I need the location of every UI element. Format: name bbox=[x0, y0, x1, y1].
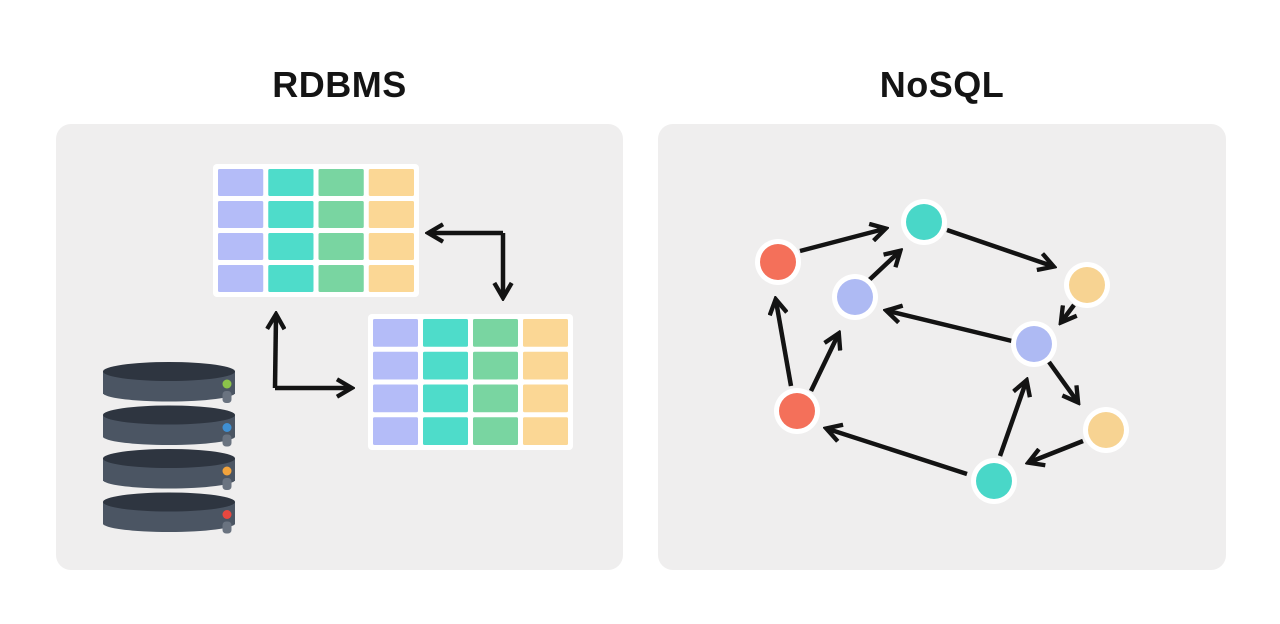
rdbms-panel bbox=[56, 124, 623, 570]
nosql-title: NoSQL bbox=[879, 64, 1005, 105]
rdbms-title: RDBMS bbox=[272, 64, 407, 105]
nosql-panel bbox=[658, 124, 1226, 570]
